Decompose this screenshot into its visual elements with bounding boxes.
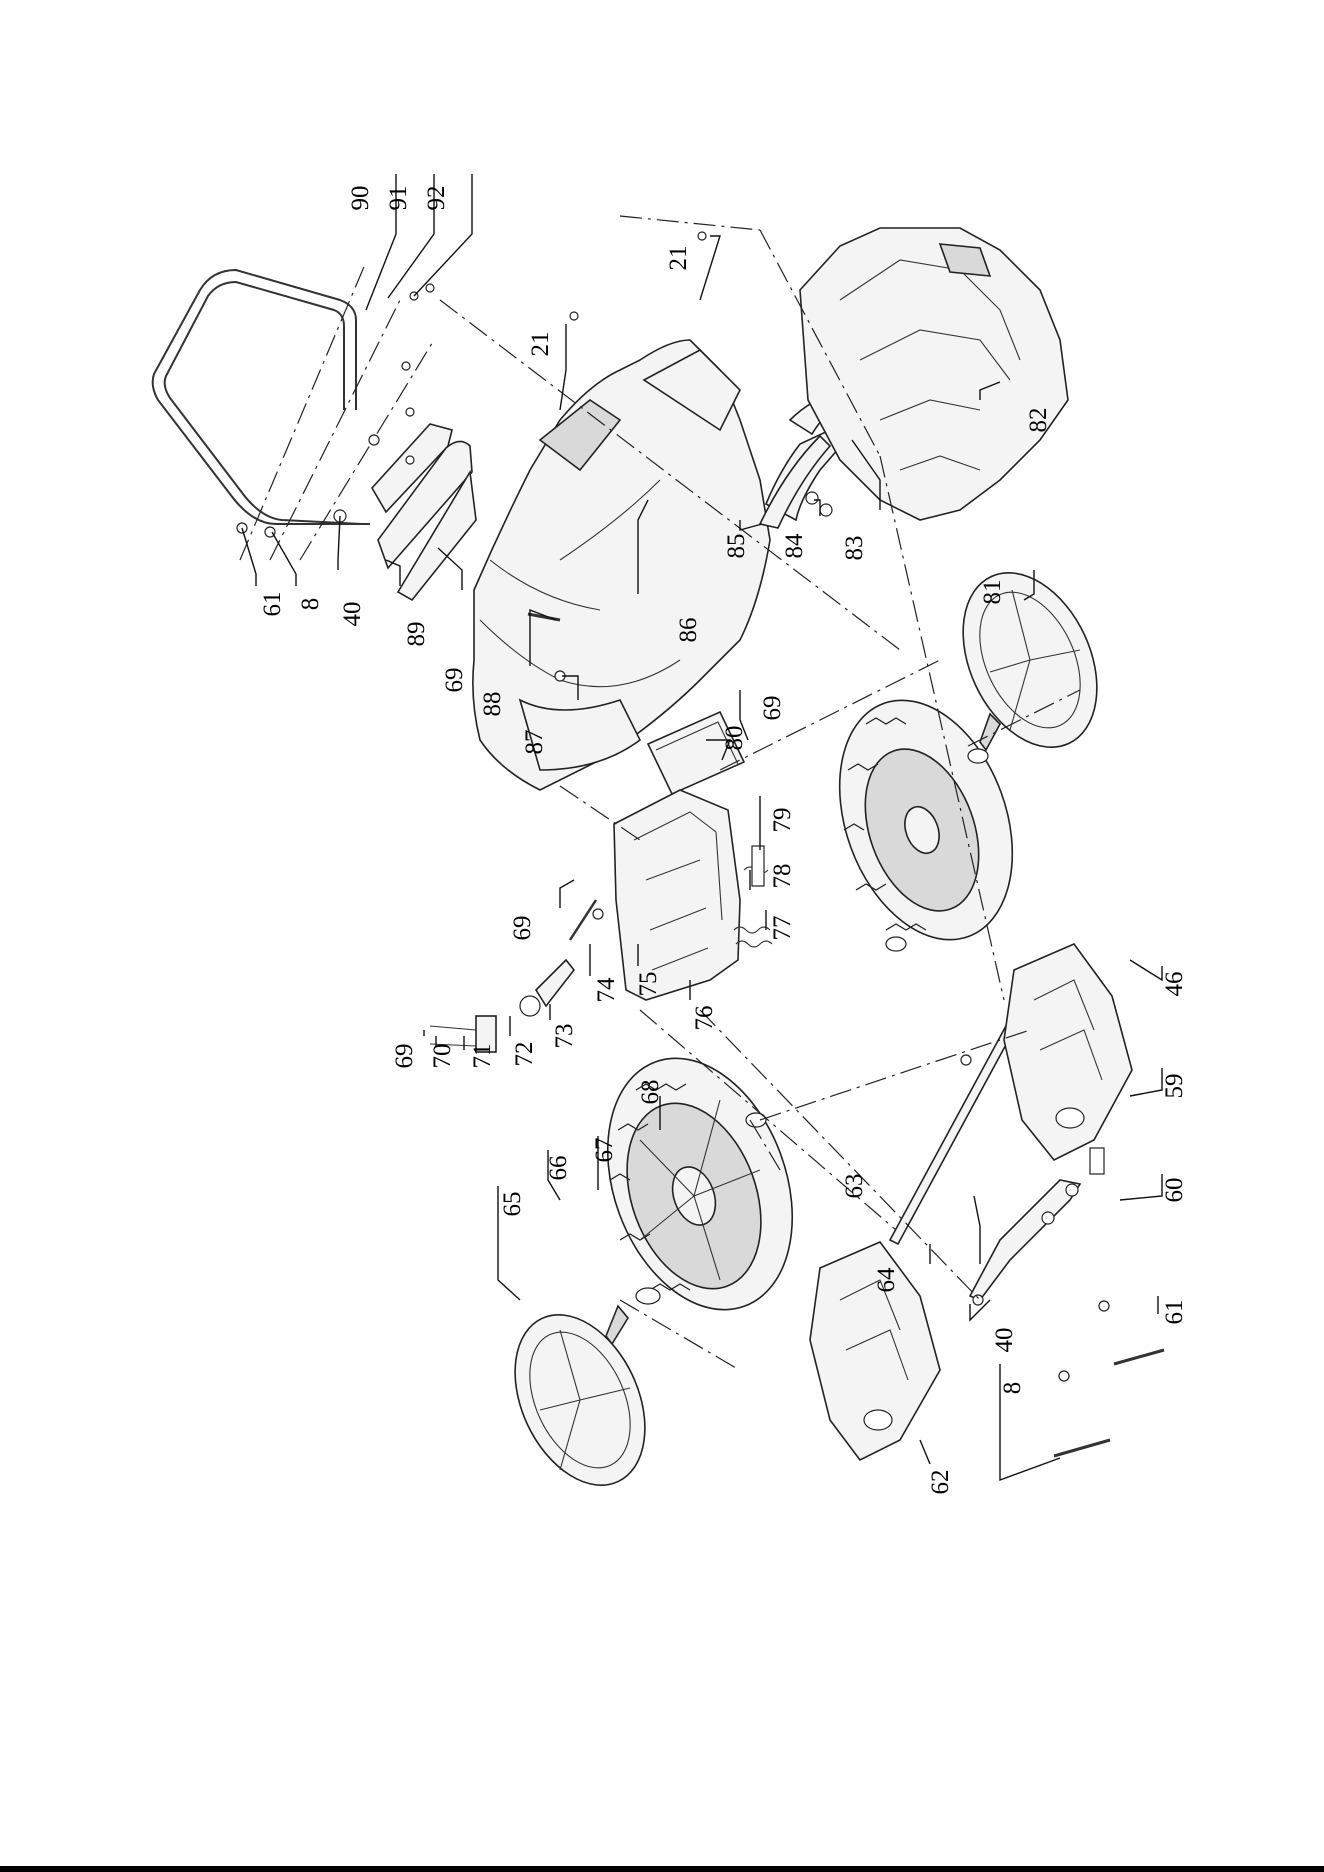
callout-60: 60 — [1161, 1178, 1188, 1203]
callout-74: 74 — [593, 977, 620, 1003]
callout-65: 65 — [499, 1192, 526, 1217]
callout-70: 70 — [429, 1044, 456, 1069]
callout-8: 8 — [297, 598, 324, 611]
callout-69: 69 — [441, 668, 468, 693]
callout-69: 69 — [759, 696, 786, 721]
callout-64: 64 — [873, 1267, 900, 1293]
callout-71: 71 — [469, 1044, 496, 1069]
callout-68: 68 — [637, 1080, 664, 1105]
callout-66: 66 — [545, 1156, 572, 1181]
part-hubcap-left — [489, 1294, 670, 1506]
part-motor-housing — [614, 790, 740, 1000]
callout-40: 40 — [991, 1328, 1018, 1353]
callout-61: 61 — [259, 592, 286, 617]
callout-87: 87 — [521, 730, 548, 755]
callout-90: 90 — [347, 186, 374, 211]
callout-40: 40 — [339, 602, 366, 627]
part-bag-frame — [648, 712, 744, 794]
callout-78: 78 — [769, 864, 796, 889]
callout-69: 69 — [391, 1044, 418, 1069]
callout-86: 86 — [675, 618, 702, 643]
callout-72: 72 — [511, 1042, 538, 1067]
callout-91: 91 — [385, 186, 412, 211]
callout-73: 73 — [551, 1024, 578, 1049]
callout-83: 83 — [841, 536, 868, 561]
part-rear-frame — [800, 228, 1068, 520]
callout-63: 63 — [841, 1174, 868, 1199]
callout-81: 81 — [979, 580, 1006, 605]
callout-21: 21 — [665, 246, 692, 271]
callout-8: 8 — [999, 1382, 1026, 1395]
callout-59: 59 — [1161, 1074, 1188, 1099]
callout-89: 89 — [403, 622, 430, 647]
part-bolts-bottom — [973, 1295, 1164, 1456]
callout-85: 85 — [723, 534, 750, 559]
callout-82: 82 — [1025, 408, 1052, 433]
callout-77: 77 — [769, 916, 796, 941]
callout-88: 88 — [479, 692, 506, 717]
part-handle — [153, 262, 434, 560]
part-top-cover — [372, 424, 476, 600]
part-wheel-left — [575, 1032, 826, 1335]
callout-67: 67 — [591, 1138, 618, 1163]
callout-79: 79 — [769, 808, 796, 833]
callout-61: 61 — [1161, 1300, 1188, 1325]
callout-75: 75 — [635, 972, 662, 997]
callout-21: 21 — [527, 332, 554, 357]
callout-92: 92 — [423, 186, 450, 211]
callout-84: 84 — [781, 533, 808, 559]
part-height-plate-right — [1004, 944, 1132, 1160]
callout-80: 80 — [721, 726, 748, 751]
callout-69: 69 — [509, 916, 536, 941]
callout-62: 62 — [927, 1470, 954, 1495]
page-footer-bar — [0, 1866, 1324, 1872]
callout-46: 46 — [1161, 972, 1188, 997]
part-wheel-bolt-left — [606, 1306, 628, 1344]
callout-76: 76 — [691, 1006, 718, 1031]
part-lower-bar — [970, 1148, 1104, 1300]
